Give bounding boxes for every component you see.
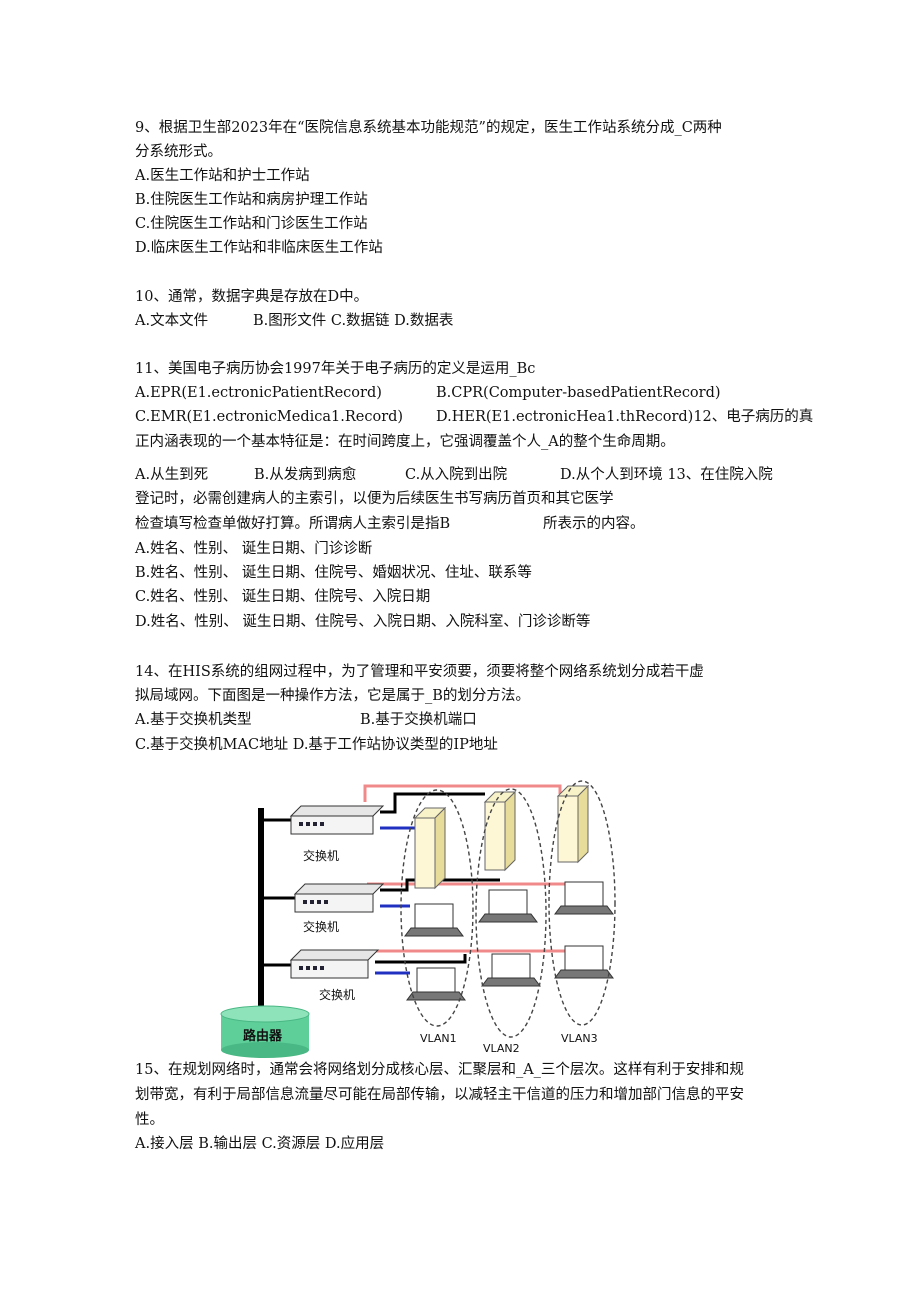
- router-label: 路由器: [243, 1028, 283, 1044]
- vlan1-label: VLAN1: [420, 1032, 457, 1045]
- q11-option-c: C.EMR(E1.ectronicMedica1.Record): [135, 409, 404, 425]
- q15-options: A.接入层 B.输出层 C.资源层 D.应用层: [135, 1136, 385, 1152]
- laptop-icon: [478, 889, 538, 923]
- q13-stem-line3b: 所表示的内容。: [543, 516, 645, 532]
- red-links: [363, 784, 565, 953]
- q10-option-a: A.文本文件: [135, 313, 209, 329]
- laptop-icon: [406, 967, 466, 1001]
- q12-option-b: B.从发病到病愈: [254, 467, 357, 483]
- vlan2-label: VLAN2: [483, 1042, 520, 1055]
- laptop-icon: [554, 881, 614, 915]
- q11-option-a: A.EPR(E1.ectronicPatientRecord): [135, 385, 382, 401]
- laptop-icon: [554, 945, 614, 979]
- q15-stem-line2: 划带宽，有利于局部信息流量尽可能在局部传输，以减轻主干信道的压力和增加部门信息的…: [135, 1087, 744, 1103]
- switch-3: [289, 949, 380, 979]
- q13-option-c: C.姓名、性别、 诞生日期、住院号、入院日期: [135, 589, 431, 605]
- q9-option-c: C.住院医生工作站和门诊医生工作站: [135, 216, 368, 232]
- switch-2: [293, 883, 385, 913]
- vlan1-boundary: [400, 789, 474, 1027]
- q14-option-a: A.基于交换机类型: [135, 712, 252, 728]
- q13-stem-line3a: 检查填写检查单做好打算。所谓病人主索引是指B: [135, 516, 451, 532]
- q12-option-d: D.从个人到环境 13、在住院入院: [560, 467, 773, 483]
- q15-stem-line1: 15、在规划网络时，通常会将网络划分成核心层、汇聚层和_A_三个层次。这样有利于…: [135, 1062, 744, 1078]
- q14-option-b: B.基于交换机端口: [360, 712, 477, 728]
- q14-options-cd: C.基于交换机MAC地址 D.基于工作站协议类型的IP地址: [135, 737, 498, 753]
- q14-stem-line1: 14、在HIS系统的组网过程中，为了管理和平安须要，须要将整个网络系统划分成若干…: [135, 664, 704, 680]
- server-vlan2-icon: [483, 790, 517, 872]
- q13-option-d: D.姓名、性别、 诞生日期、住院号、入院日期、入院科室、门诊诊断等: [135, 614, 591, 630]
- q13-option-a: A.姓名、性别、 诞生日期、门诊诊断: [135, 541, 373, 557]
- server-vlan3-icon: [556, 784, 590, 864]
- laptop-icon: [481, 953, 541, 987]
- blue-links: [375, 826, 415, 975]
- switch-1-label: 交换机: [303, 848, 339, 863]
- q15-stem-line3: 性。: [135, 1112, 164, 1128]
- q12-option-c: C.从入院到出院: [405, 467, 508, 483]
- laptops: [404, 881, 614, 1001]
- vlan-boundaries: [400, 780, 616, 1038]
- q12-option-a: A.从生到死: [135, 467, 209, 483]
- q11-option-d: D.HER(E1.ectronicHea1.thRecord)12、电子病历的真: [436, 409, 814, 425]
- q9-stem-line2: 分系统形式。: [135, 144, 222, 160]
- q9-option-b: B.住院医生工作站和病房护理工作站: [135, 192, 368, 208]
- router-icon: [220, 1005, 310, 1058]
- red-link-switch1: [363, 784, 562, 802]
- q10-options-bcd: B.图形文件 C.数据链 D.数据表: [253, 313, 454, 329]
- q10-stem: 10、通常，数据字典是存放在D中。: [135, 289, 369, 305]
- q13-option-b: B.姓名、性别、 诞生日期、住院号、婚姻状况、住址、联系等: [135, 565, 532, 581]
- laptop-icon: [404, 903, 464, 937]
- vlan3-label: VLAN3: [561, 1032, 598, 1045]
- backbone-trunk: [258, 808, 264, 1018]
- q12-stem-line2: 正内涵表现的一个基本特征是：在时间跨度上，它强调覆盖个人_A的整个生命周期。: [135, 434, 675, 450]
- q9-option-a: A.医生工作站和护士工作站: [135, 168, 310, 184]
- q9-stem-line1: 9、根据卫生部2023年在“医院信息系统基本功能规范”的规定，医生工作站系统分成…: [135, 120, 722, 136]
- vlan2-boundary: [475, 788, 547, 1038]
- q9-option-d: D.临床医生工作站和非临床医生工作站: [135, 240, 383, 256]
- q14-stem-line2: 拟局域网。下面图是一种操作方法，它是属于_B的划分方法。: [135, 688, 530, 704]
- q11-stem: 11、美国电子病历协会1997年关于电子病历的定义是运用_Bc: [135, 361, 536, 377]
- q13-stem-line2: 登记时，必需创建病人的主索引，以便为后续医生书写病历首页和其它医学: [135, 491, 614, 507]
- server-vlan1-icon: [413, 806, 447, 890]
- q11-option-b: B.CPR(Computer-basedPatientRecord): [436, 385, 721, 401]
- switch-2-label: 交换机: [303, 919, 339, 934]
- switch-3-label: 交换机: [319, 987, 355, 1002]
- vlan-network-diagram: 交换机 交换机 交换机 路由器 VLAN1 VLAN2 VL: [220, 780, 616, 1058]
- switch-1: [289, 805, 385, 835]
- vlan3-boundary: [548, 780, 616, 1026]
